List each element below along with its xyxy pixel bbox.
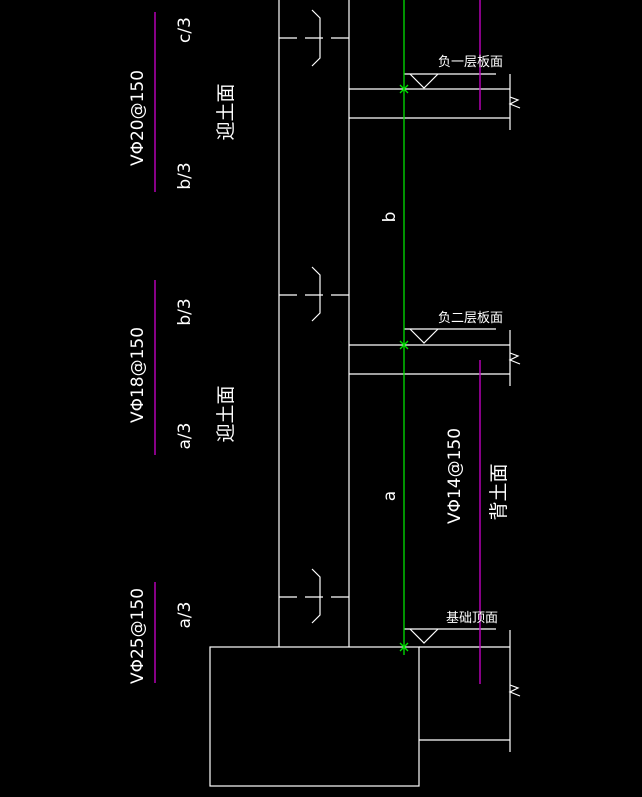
structure-lines — [209, 0, 521, 787]
fraction-c3: c/3 — [175, 17, 195, 43]
level-label-b1: 负一层板面 — [438, 55, 503, 70]
rebar-zone-lines — [154, 0, 481, 684]
fraction-b3-upper: b/3 — [175, 162, 195, 189]
rebar-label-middle: VΦ18@150 — [128, 327, 148, 423]
fraction-b3-lower: b/3 — [175, 298, 195, 325]
rebar-label-upper: VΦ20@150 — [128, 70, 148, 166]
soil-face-label-upper: 迎土面 — [215, 83, 237, 140]
rebar-label-inner: VΦ14@150 — [445, 428, 465, 524]
dimension-a: a — [380, 491, 400, 501]
soil-face-label-lower: 迎土面 — [215, 385, 237, 442]
fraction-a3-upper: a/3 — [175, 423, 195, 450]
back-face-label: 背土面 — [488, 463, 510, 520]
fraction-a3-lower: a/3 — [175, 602, 195, 629]
rebar-label-lower: VΦ25@150 — [128, 588, 148, 684]
level-label-b2: 负二层板面 — [438, 311, 503, 326]
level-label-foundation: 基础顶面 — [446, 611, 498, 626]
inner-rebar-line — [399, 0, 409, 655]
dimension-b: b — [380, 212, 400, 223]
